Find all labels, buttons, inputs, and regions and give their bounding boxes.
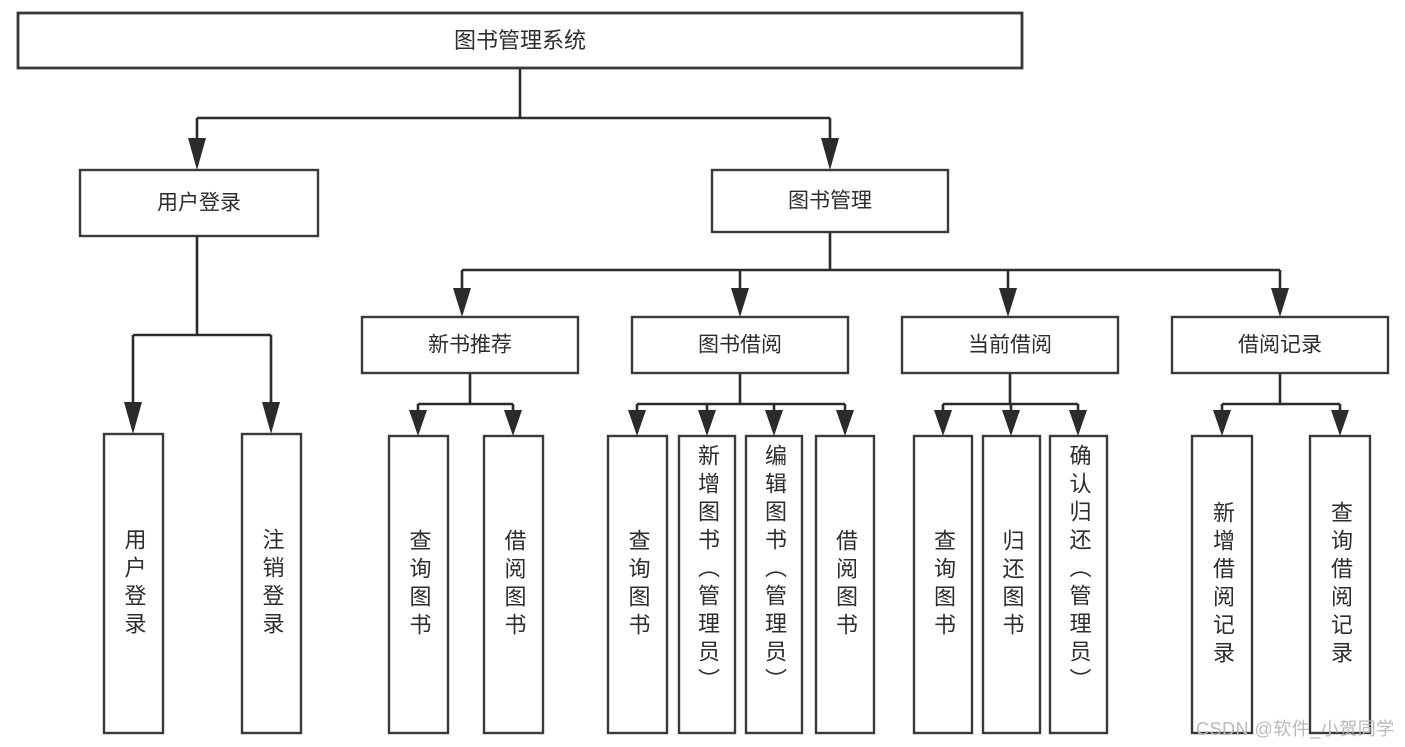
leaf-box-borrow-book[interactable] xyxy=(814,434,876,735)
node-root-label: 图书管理系统 xyxy=(454,28,586,53)
leaf-box-edit-book-admin[interactable] xyxy=(744,434,804,735)
node-book-borrow-box[interactable] xyxy=(630,315,850,375)
arrowhead-currentborrow-leaf-2 xyxy=(1002,410,1020,436)
arrowhead-newbook-leaf-2 xyxy=(504,410,522,436)
node-borrow-records-box[interactable] xyxy=(1170,315,1390,375)
arrowhead-bookborrow-leaf-1 xyxy=(628,410,646,436)
leaf-box-query-borrow-record[interactable] xyxy=(1308,434,1372,735)
leaf-box-confirm-return-admin[interactable] xyxy=(1048,434,1109,735)
arrowhead-leaf-user-login xyxy=(124,402,142,434)
arrowhead-bookborrow-leaf-3 xyxy=(765,410,783,436)
arrowhead-to-current-borrow xyxy=(999,288,1017,317)
node-current-borrow[interactable]: 当前借阅 xyxy=(900,315,1120,375)
leaf-box-logout[interactable] xyxy=(240,432,303,735)
arrowhead-currentborrow-leaf-1 xyxy=(934,410,952,436)
arrowhead-to-book-management xyxy=(821,138,839,170)
leaf-box-user-login[interactable] xyxy=(102,432,165,735)
node-user-login[interactable]: 用户登录 xyxy=(78,168,320,238)
node-book-management-box[interactable] xyxy=(710,168,950,234)
leaf-box-add-book-admin[interactable] xyxy=(677,434,737,735)
arrowhead-to-user-login xyxy=(188,138,206,170)
arrowhead-borrowrecords-leaf-2 xyxy=(1331,410,1349,436)
arrowhead-newbook-leaf-1 xyxy=(409,410,427,436)
node-root-book-management-system[interactable]: 图书管理系统 xyxy=(16,11,1024,70)
arrowhead-bookborrow-leaf-4 xyxy=(836,410,854,436)
node-book-borrow-label: 图书借阅 xyxy=(698,334,782,357)
node-new-book-recommend-label: 新书推荐 xyxy=(428,334,512,357)
leaf-box-borrow-book-recommend[interactable] xyxy=(482,434,545,735)
arrowhead-leaf-logout xyxy=(262,402,280,434)
arrowhead-to-borrow-records xyxy=(1271,288,1289,317)
arrowhead-borrowrecords-leaf-1 xyxy=(1213,410,1231,436)
leaf-box-add-borrow-record[interactable] xyxy=(1190,434,1254,735)
arrowhead-bookborrow-leaf-2 xyxy=(698,410,716,436)
node-borrow-records[interactable]: 借阅记录 xyxy=(1170,315,1390,375)
connector-layer xyxy=(124,68,1349,436)
node-current-borrow-box[interactable] xyxy=(900,315,1120,375)
node-user-login-label: 用户登录 xyxy=(157,192,241,215)
node-root-box[interactable] xyxy=(16,11,1024,70)
node-new-book-recommend-box[interactable] xyxy=(360,315,580,375)
arrowhead-to-book-borrow xyxy=(731,288,749,317)
node-borrow-records-label: 借阅记录 xyxy=(1238,334,1322,357)
leaf-box-return-book[interactable] xyxy=(981,434,1042,735)
node-book-management[interactable]: 图书管理 xyxy=(710,168,950,234)
leaf-box-query-book-recommend[interactable] xyxy=(387,434,450,735)
node-book-management-label: 图书管理 xyxy=(788,190,872,213)
node-book-borrow[interactable]: 图书借阅 xyxy=(630,315,850,375)
node-new-book-recommend[interactable]: 新书推荐 xyxy=(360,315,580,375)
arrowhead-to-new-book xyxy=(453,288,471,317)
leaf-box-query-book-borrow[interactable] xyxy=(606,434,669,735)
arrowhead-currentborrow-leaf-3 xyxy=(1069,410,1087,436)
node-current-borrow-label: 当前借阅 xyxy=(968,334,1052,357)
node-user-login-box[interactable] xyxy=(78,168,320,238)
csdn-watermark: CSDN @软件_小贺同学 xyxy=(1196,719,1395,739)
leaf-box-query-book-current[interactable] xyxy=(912,434,974,735)
